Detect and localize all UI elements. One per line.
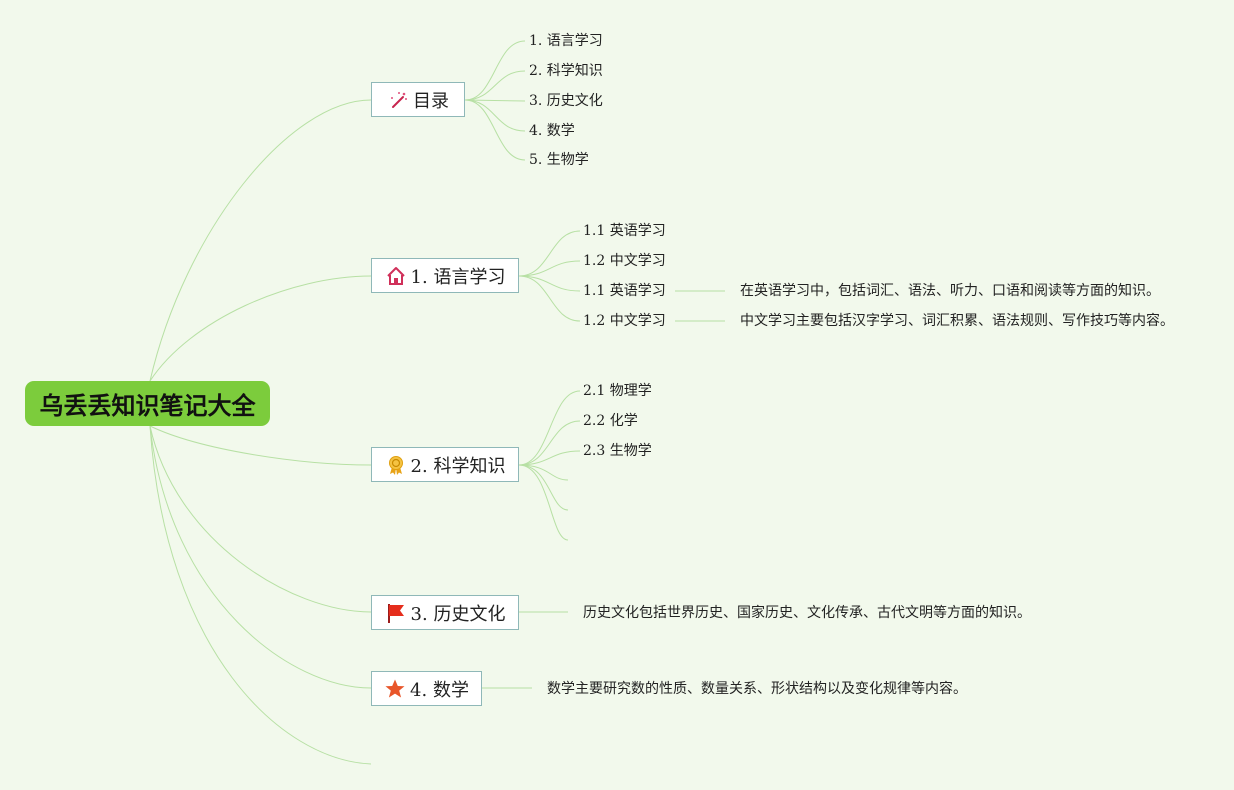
subtopic-biology[interactable]: 2.3 生物学 bbox=[583, 443, 652, 459]
topic-contents[interactable]: 目录 bbox=[371, 82, 465, 117]
note-chinese[interactable]: 中文学习主要包括汉字学习、词汇积累、语法规则、写作技巧等内容。 bbox=[740, 313, 1174, 329]
note-math[interactable]: 数学主要研究数的性质、数量关系、形状结构以及变化规律等内容。 bbox=[547, 681, 967, 697]
star-icon bbox=[384, 678, 406, 700]
contents-item[interactable]: 1. 语言学习 bbox=[529, 33, 603, 49]
topic-label: 1. 语言学习 bbox=[410, 266, 506, 288]
subtopic-chemistry[interactable]: 2.2 化学 bbox=[583, 413, 638, 429]
topic-label: 目录 bbox=[413, 90, 449, 112]
subtopic-physics[interactable]: 2.1 物理学 bbox=[583, 383, 652, 399]
topic-label: 2. 科学知识 bbox=[410, 455, 506, 477]
topic-history[interactable]: 3. 历史文化 bbox=[371, 595, 519, 630]
root-title: 乌丢丢知识笔记大全 bbox=[39, 392, 256, 420]
note-english[interactable]: 在英语学习中，包括词汇、语法、听力、口语和阅读等方面的知识。 bbox=[740, 283, 1160, 299]
contents-item[interactable]: 5. 生物学 bbox=[529, 152, 589, 168]
award-medal-icon bbox=[385, 454, 407, 476]
contents-item[interactable]: 3. 历史文化 bbox=[529, 93, 603, 109]
contents-item[interactable]: 2. 科学知识 bbox=[529, 63, 603, 79]
note-history[interactable]: 历史文化包括世界历史、国家历史、文化传承、古代文明等方面的知识。 bbox=[583, 605, 1031, 621]
subtopic-english[interactable]: 1.1 英语学习 bbox=[583, 283, 666, 299]
topic-math[interactable]: 4. 数学 bbox=[371, 671, 482, 706]
subtopic-chinese[interactable]: 1.2 中文学习 bbox=[583, 253, 666, 269]
magic-wand-icon bbox=[387, 89, 409, 111]
contents-item[interactable]: 4. 数学 bbox=[529, 123, 575, 139]
subtopic-english[interactable]: 1.1 英语学习 bbox=[583, 223, 666, 239]
topic-science[interactable]: 2. 科学知识 bbox=[371, 447, 519, 482]
topic-label: 4. 数学 bbox=[410, 679, 469, 701]
house-icon bbox=[385, 265, 407, 287]
subtopic-chinese[interactable]: 1.2 中文学习 bbox=[583, 313, 666, 329]
topic-language-learning[interactable]: 1. 语言学习 bbox=[371, 258, 519, 293]
topic-label: 3. 历史文化 bbox=[410, 603, 506, 625]
red-flag-icon bbox=[385, 602, 407, 624]
root-topic[interactable]: 乌丢丢知识笔记大全 bbox=[25, 381, 270, 426]
